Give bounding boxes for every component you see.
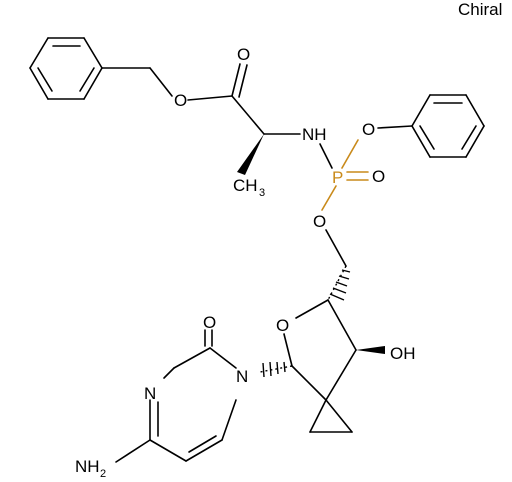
amino-nh: NH bbox=[75, 457, 100, 476]
phosphoryl-oxygen: O bbox=[372, 167, 385, 186]
cytosine-carbonyl-oxygen: O bbox=[203, 313, 216, 332]
phosphoramidate bbox=[321, 139, 369, 211]
alanine-center bbox=[237, 133, 333, 175]
oxolane-ring bbox=[283, 299, 385, 401]
cyclopropane bbox=[309, 399, 353, 433]
link-oxygen: O bbox=[313, 212, 326, 231]
chiral-flag: Chiral bbox=[458, 0, 503, 19]
n-glycosidic bbox=[259, 361, 293, 378]
methyl-ch: CH bbox=[233, 176, 258, 195]
amino-subscript: 2 bbox=[100, 468, 106, 480]
phenoxy-ring bbox=[377, 94, 485, 158]
ester-group bbox=[101, 63, 265, 135]
benzyl-ring bbox=[29, 37, 103, 100]
cytosine-n1: N bbox=[236, 367, 248, 386]
carbonyl-oxygen: O bbox=[237, 45, 250, 64]
linker bbox=[325, 229, 351, 301]
methyl-subscript: 3 bbox=[259, 187, 265, 199]
phenoxy-oxygen: O bbox=[362, 120, 375, 139]
cytosine-ring bbox=[115, 329, 237, 463]
amine-nh: NH bbox=[302, 125, 327, 144]
cytosine-n3: N bbox=[144, 384, 156, 403]
ring-oxygen: O bbox=[276, 316, 289, 335]
phosphorus-atom: P bbox=[332, 168, 343, 187]
ester-oxygen: O bbox=[174, 91, 187, 110]
hydroxyl-oh: OH bbox=[390, 344, 416, 363]
